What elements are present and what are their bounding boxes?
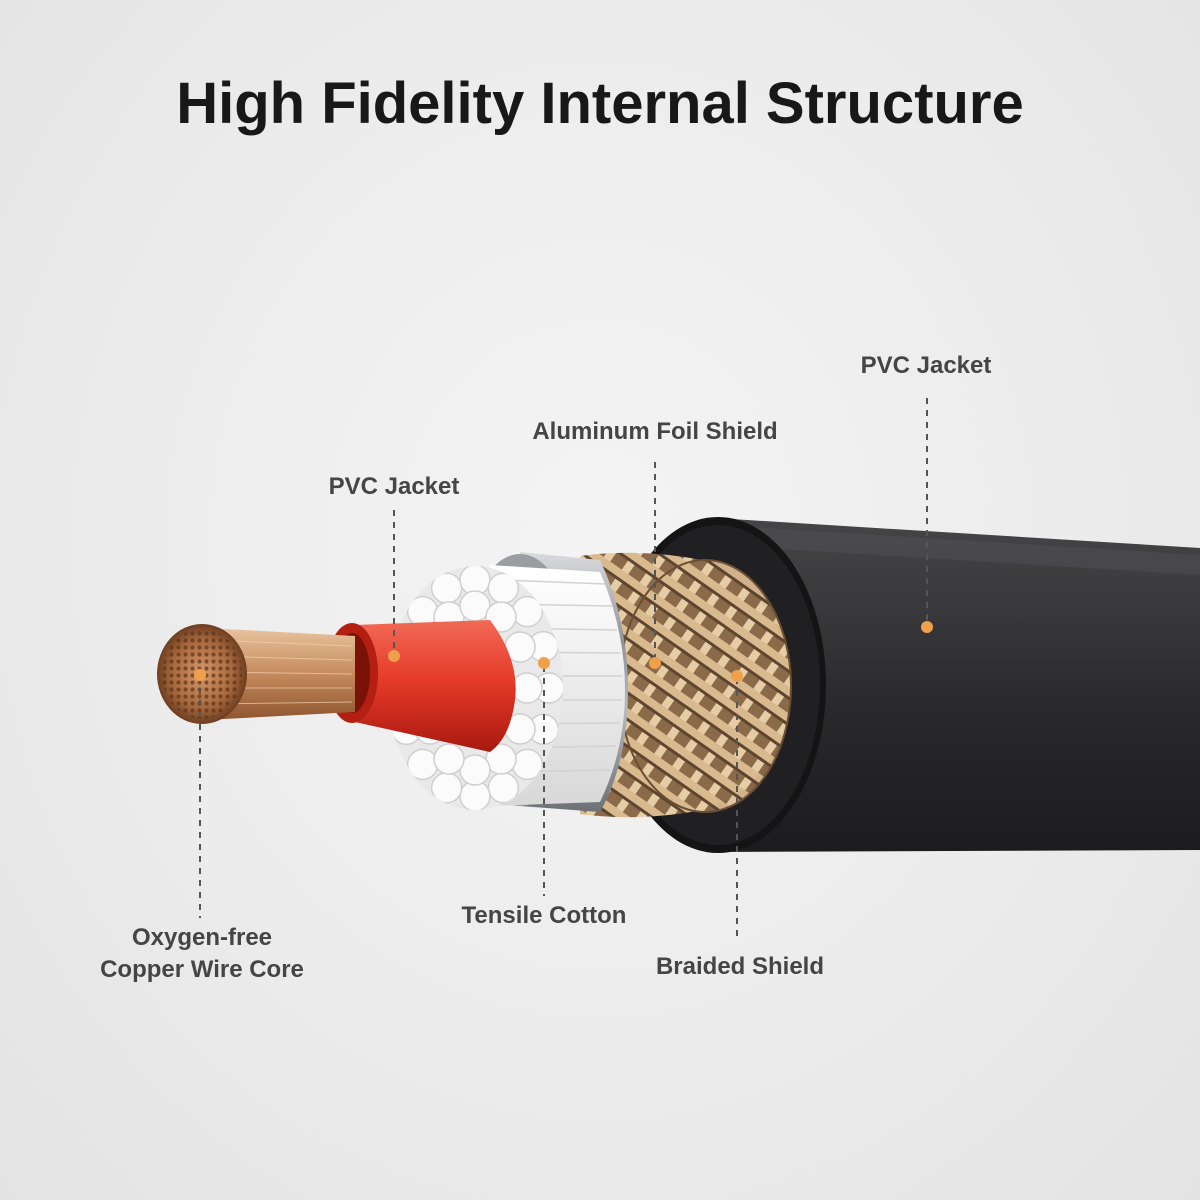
marker-dot xyxy=(731,670,743,682)
label-copper-core: Oxygen-free Copper Wire Core xyxy=(70,922,334,986)
label-inner-pvc-jacket: PVC Jacket xyxy=(328,473,460,500)
cotton-fiber xyxy=(406,748,439,781)
page-title: High Fidelity Internal Structure xyxy=(176,71,1024,136)
marker-dot xyxy=(921,621,933,633)
cotton-fiber xyxy=(433,743,465,775)
label-copper-core-line1: Oxygen-free xyxy=(131,924,273,951)
leader-lines xyxy=(199,398,928,938)
marker-dot xyxy=(649,657,661,669)
cotton-fiber xyxy=(430,572,463,604)
cotton-fiber xyxy=(485,601,517,633)
inner-jacket-body xyxy=(355,620,516,752)
label-braided-shield: Braided Shield xyxy=(655,953,825,980)
copper-core-body xyxy=(205,628,355,720)
marker-dots xyxy=(194,621,933,682)
cotton-fiber xyxy=(511,672,543,704)
marker-dot xyxy=(194,669,206,681)
label-tensile-cotton: Tensile Cotton xyxy=(461,902,627,929)
marker-dot xyxy=(388,650,400,662)
marker-dot xyxy=(538,657,550,669)
label-outer-pvc-jacket: PVC Jacket xyxy=(860,352,992,379)
outer-jacket-body xyxy=(715,518,1200,852)
label-copper-core-line2: Copper Wire Core xyxy=(100,956,304,983)
cotton-fiber xyxy=(430,772,463,804)
label-aluminum-foil-shield: Aluminum Foil Shield xyxy=(532,418,778,445)
